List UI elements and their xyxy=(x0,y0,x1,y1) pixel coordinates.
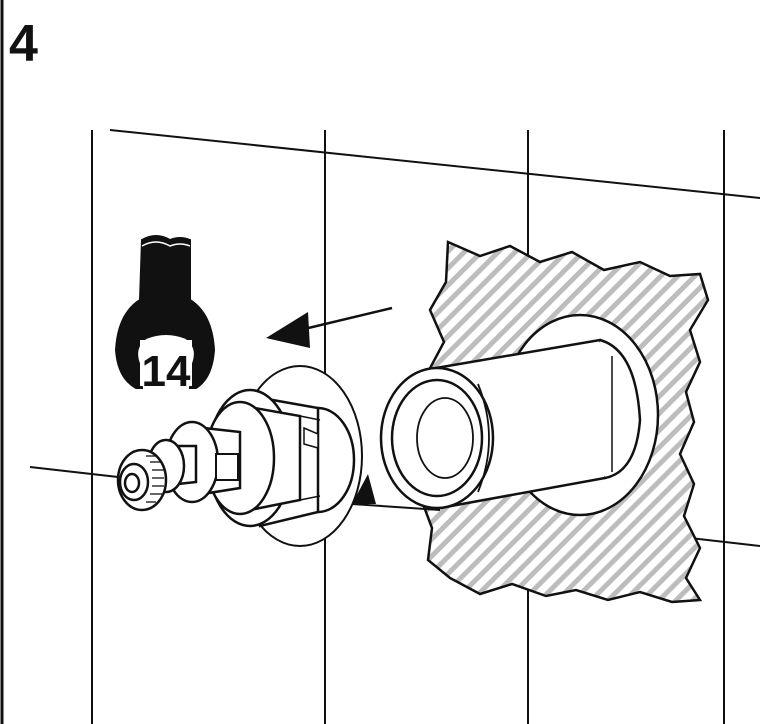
wrench-size-label: 14 xyxy=(142,347,191,396)
stem-splines xyxy=(146,455,164,503)
open-end-wrench-icon: 14 xyxy=(114,233,216,396)
valve-cartridge xyxy=(116,388,356,528)
tile-joint xyxy=(109,129,760,199)
rotation-arrow xyxy=(352,474,376,504)
valve-body-sleeve xyxy=(379,338,642,510)
guide-line xyxy=(351,503,441,511)
removal-arrow xyxy=(266,306,393,348)
tile-joint xyxy=(29,466,119,478)
tile-joint xyxy=(689,537,760,547)
step-number: 4 xyxy=(9,15,38,73)
